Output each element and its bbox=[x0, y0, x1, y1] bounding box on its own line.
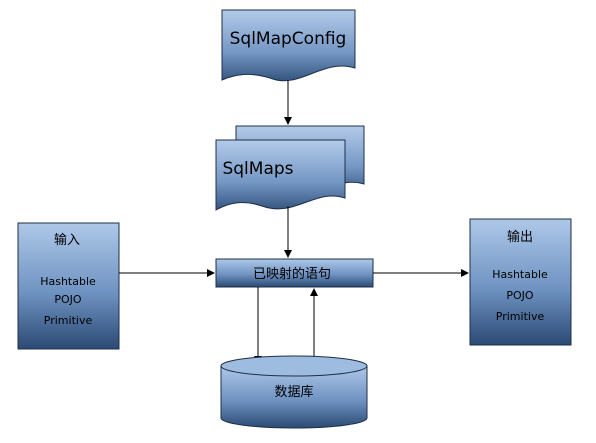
input-item-hashtable: Hashtable bbox=[40, 275, 96, 288]
output-title: 输出 bbox=[507, 229, 533, 245]
statement-node: 已映射的语句 bbox=[215, 258, 374, 288]
maps-document-front-shape bbox=[215, 139, 346, 211]
output-item-primitive: Primitive bbox=[496, 310, 545, 323]
input-item-primitive: Primitive bbox=[44, 314, 93, 327]
config-document-node: SqlMapConfig bbox=[221, 9, 356, 82]
config-document-shape bbox=[221, 9, 356, 82]
output-box bbox=[469, 218, 572, 346]
maps-document-node: SqlMaps bbox=[215, 125, 365, 211]
input-title: 输入 bbox=[54, 232, 80, 248]
maps-document-label: SqlMaps bbox=[222, 159, 293, 179]
database-label: 数据库 bbox=[274, 384, 313, 400]
config-document-label: SqlMapConfig bbox=[230, 29, 347, 49]
output-item-pojo: POJO bbox=[506, 289, 534, 302]
output-node: 输出 Hashtable POJO Primitive bbox=[469, 218, 572, 346]
statement-box bbox=[215, 258, 374, 288]
output-item-hashtable: Hashtable bbox=[492, 268, 548, 281]
database-cylinder-body bbox=[220, 365, 368, 429]
database-cylinder-top bbox=[220, 355, 368, 377]
input-node: 输入 Hashtable POJO Primitive bbox=[17, 222, 120, 350]
input-box bbox=[17, 222, 120, 350]
database-node: 数据库 bbox=[220, 355, 368, 429]
input-item-pojo: POJO bbox=[54, 293, 82, 306]
statement-label: 已映射的语句 bbox=[253, 266, 331, 282]
